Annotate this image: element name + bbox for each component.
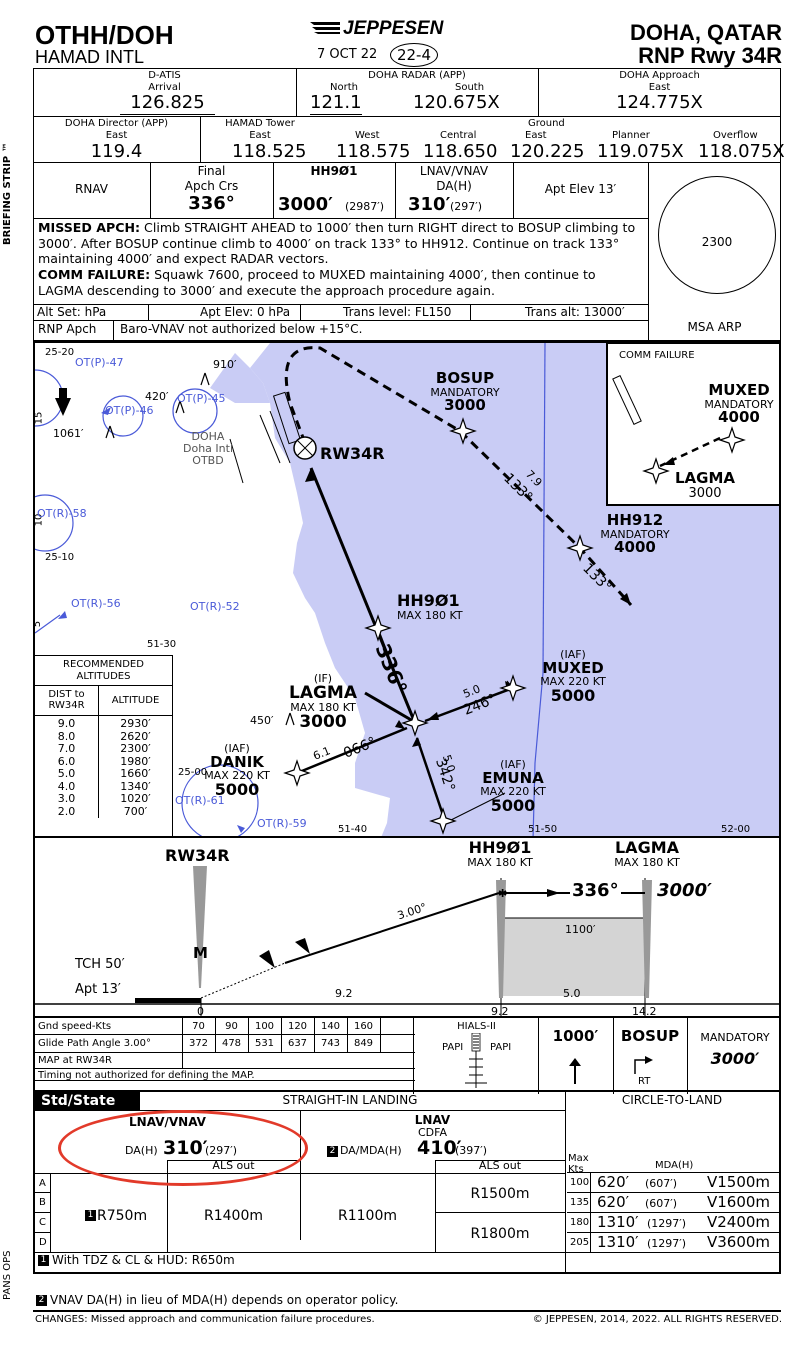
std-state-label: Std/State	[35, 1092, 140, 1110]
city: DOHA, QATAR	[630, 20, 782, 45]
chart-date: 7 OCT 22	[317, 47, 378, 62]
procedure-title: RNP Rwy 34R	[638, 43, 782, 68]
plan-view: 15 10 5 0 5 25-20 25-10 51-30 25-00 51-4…	[33, 341, 781, 838]
approach-course: 336°	[188, 193, 235, 214]
profile-view: ✱ RW34R M TCH 50′ Apt 13′ 3.00° HH9Ø1 MA…	[33, 838, 781, 1017]
msa-circle	[658, 176, 776, 294]
fix-danik: (IAF) DANIK MAX 220 KT 5000	[204, 742, 270, 799]
turn-right-icon	[631, 1054, 653, 1074]
fix-emuna: (IAF) EMUNA MAX 220 KT 5000	[480, 758, 546, 815]
copyright: © JEPPESEN, 2014, 2022. ALL RIGHTS RESER…	[532, 1314, 782, 1325]
airport-icao: OTHH/DOH	[35, 20, 174, 50]
freq-radar-north: 121.1	[310, 92, 362, 115]
freq-tower-west: 118.575	[336, 141, 411, 162]
highlight-ellipse	[58, 1110, 308, 1186]
runway-label: RW34R	[320, 444, 385, 463]
msa-altitude: 2300	[701, 235, 733, 249]
msa-label: MSA ARP	[687, 320, 742, 334]
freq-tower-central: 118.650	[423, 141, 498, 162]
fix-muxed: (IAF) MUXED MAX 220 KT 5000	[540, 648, 606, 705]
decision-altitude: 310′	[408, 194, 451, 215]
freq-datis: 126.825	[120, 92, 215, 115]
missed-climb-altitude: 1000′	[552, 1027, 599, 1045]
fix-hh912: HH912 MANDATORY 4000	[600, 511, 670, 557]
fix-altitude: 3000′	[278, 194, 333, 215]
fix-lagma: (IF) LAGMA MAX 180 KT 3000	[288, 672, 358, 732]
changes-note: CHANGES: Missed approach and communicati…	[35, 1314, 375, 1325]
freq-approach: 124.775X	[616, 92, 703, 113]
freq-radar-south: 120.675X	[413, 92, 500, 113]
freq-ground-overflow: 118.075X	[698, 141, 785, 162]
freq-ground-planner: 119.075X	[597, 141, 684, 162]
arrow-up-icon	[569, 1058, 581, 1084]
missed-approach-text: MISSED APCH: Climb STRAIGHT AHEAD to 100…	[38, 220, 636, 298]
briefing-strip-label: BRIEFING STRIP ™	[2, 142, 13, 245]
airport-name: HAMAD INTL	[35, 47, 145, 67]
chart-index: 22-4	[390, 43, 438, 67]
briefing-strip	[33, 68, 781, 341]
pans-ops-label: PANS OPS	[2, 1250, 13, 1301]
brand: JEPPESEN	[343, 18, 444, 39]
speed-table: Gnd speed-Kts Glide Path Angle 3.00° MAP…	[33, 1016, 781, 1094]
svg-text:✱: ✱	[498, 887, 507, 900]
fix-bosup: BOSUP MANDATORY 3000	[430, 369, 500, 415]
recommended-altitudes-table: RECOMMENDED ALTITUDES DIST to RW34R ALTI…	[35, 655, 173, 836]
freq-director: 119.4	[90, 141, 143, 162]
lnav-mda: 410′	[417, 1137, 462, 1159]
freq-tower-east: 118.525	[232, 141, 307, 162]
fix-hh901: HH9Ø1 MAX 180 KT	[397, 591, 463, 622]
inset-title: COMM FAILURE	[619, 350, 695, 361]
jeppesen-logo-icon	[310, 20, 340, 36]
freq-ground-east: 120.225	[510, 141, 585, 162]
